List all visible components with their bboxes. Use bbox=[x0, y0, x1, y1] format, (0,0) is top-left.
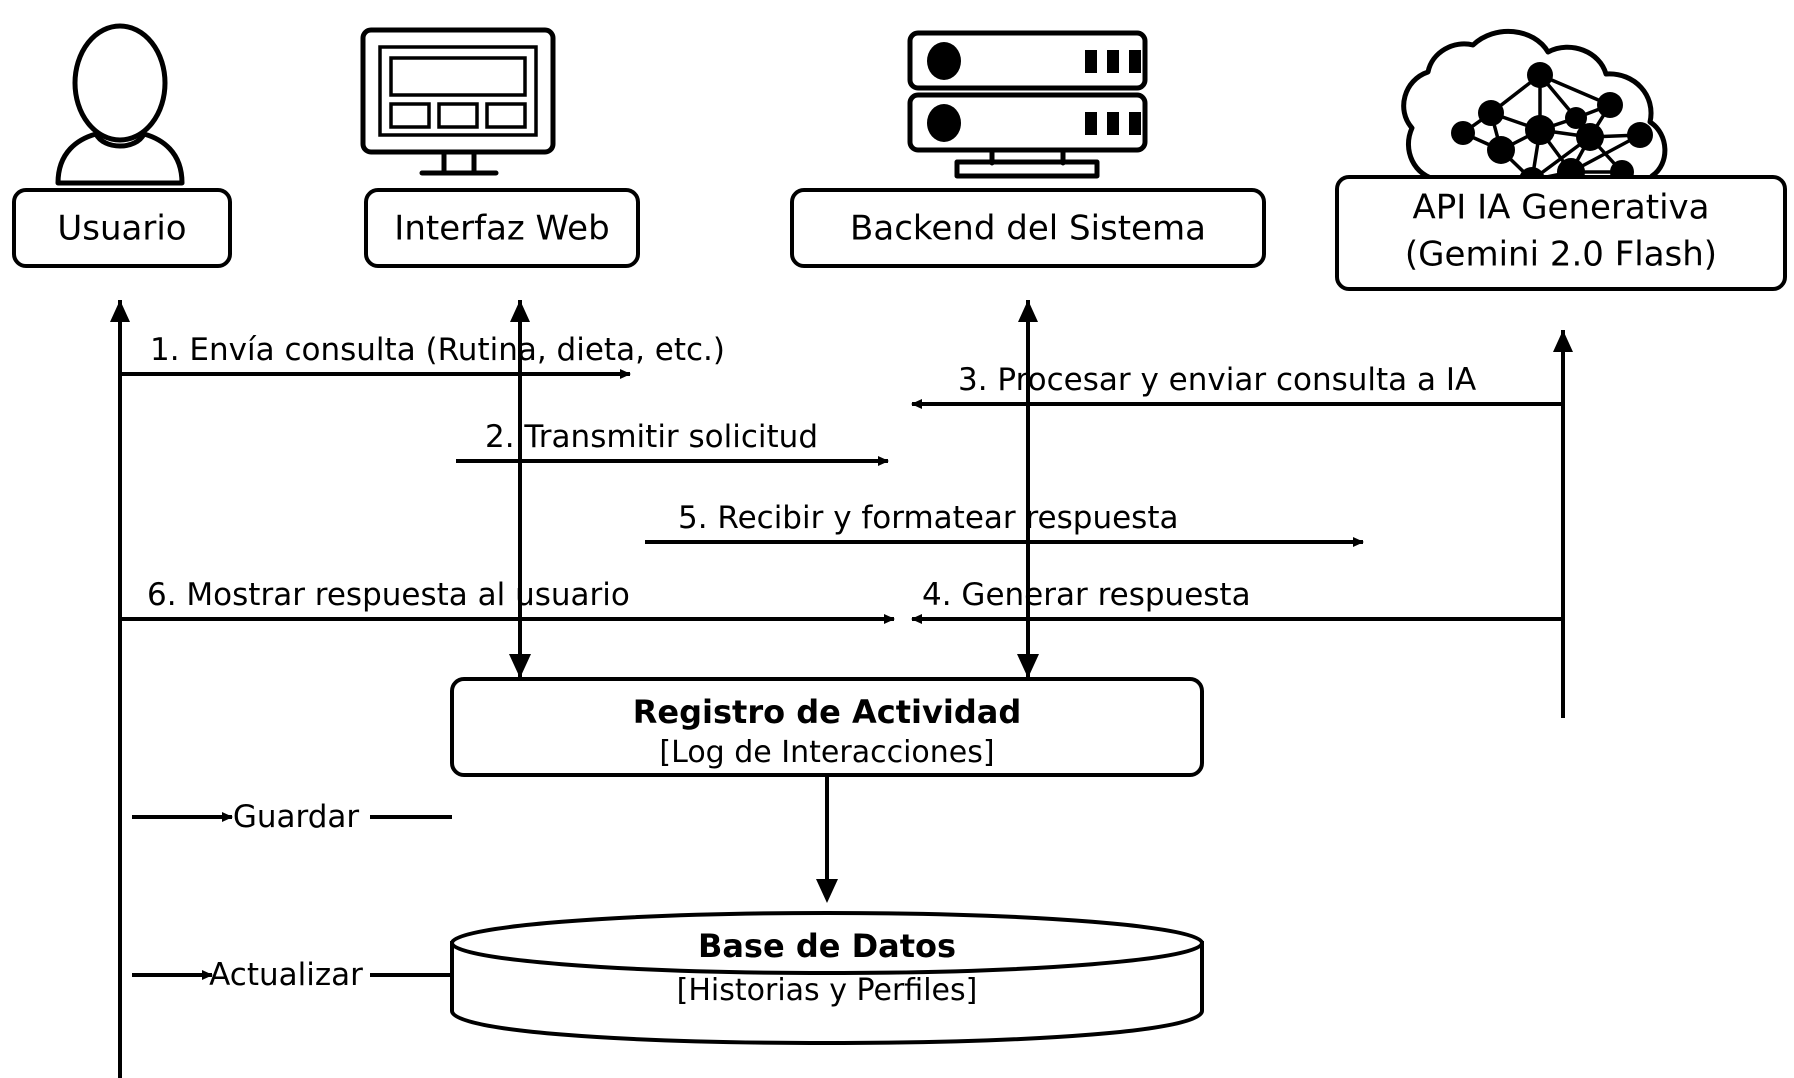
actor-interfaz-web[interactable]: Interfaz Web bbox=[360, 27, 640, 268]
actor-box-api-ia[interactable] bbox=[1335, 175, 1787, 291]
actor-box-usuario[interactable] bbox=[12, 188, 232, 268]
message-5-label: 5. Recibir y formatear respuesta bbox=[678, 500, 1178, 536]
person-icon bbox=[55, 23, 185, 186]
actor-usuario[interactable]: Usuario bbox=[12, 23, 232, 268]
message-4: 4. Generar respuesta bbox=[911, 577, 1563, 624]
monitor-icon bbox=[360, 27, 556, 176]
connector-registro-db-arrowhead bbox=[816, 879, 838, 903]
store-db-subtitle: [Historias y Perfiles] bbox=[677, 973, 978, 1008]
connector-backend-arrowhead bbox=[1017, 654, 1039, 678]
actualizar-flow: Actualizar bbox=[132, 957, 452, 993]
actor-backend[interactable]: Backend del Sistema bbox=[790, 30, 1266, 268]
store-registro-subtitle: [Log de Interacciones] bbox=[659, 735, 994, 770]
message-3-label: 3. Procesar y enviar consulta a IA bbox=[958, 362, 1476, 398]
lifeline-arrow-usuario bbox=[110, 300, 130, 322]
actualizar-label: Actualizar bbox=[209, 957, 363, 993]
actor-label-usuario: Usuario bbox=[57, 209, 186, 249]
lifeline-arrow-interfaz-web bbox=[510, 300, 530, 322]
connector-interfaz-arrowhead bbox=[509, 654, 531, 678]
cloud-network-icon bbox=[1401, 28, 1668, 232]
store-db-top-ellipse bbox=[450, 911, 1204, 975]
message-5: 5. Recibir y formatear respuesta bbox=[645, 500, 1364, 547]
message-1: 1. Envía consulta (Rutina, dieta, etc.) bbox=[120, 332, 725, 379]
store-db-title: Base de Datos bbox=[698, 927, 956, 965]
lifeline-arrow-backend bbox=[1018, 300, 1038, 322]
guardar-label: Guardar bbox=[233, 799, 360, 835]
message-1-label: 1. Envía consulta (Rutina, dieta, etc.) bbox=[150, 332, 725, 368]
message-2-label: 2. Transmitir solicitud bbox=[485, 419, 818, 455]
store-registro-title: Registro de Actividad bbox=[633, 693, 1021, 731]
actor-api-ia[interactable]: API IA Generativa (Gemini 2.0 Flash) bbox=[1335, 28, 1787, 291]
message-2: 2. Transmitir solicitud bbox=[456, 419, 889, 466]
server-icon bbox=[907, 30, 1148, 179]
cloud-network-nodes bbox=[1451, 62, 1653, 193]
registro-to-db-connector bbox=[816, 775, 838, 903]
lifeline-arrow-api-ia bbox=[1553, 330, 1573, 352]
message-6-label: 6. Mostrar respuesta al usuario bbox=[147, 577, 630, 613]
store-connectors bbox=[509, 619, 1039, 678]
actor-label-api-ia-line2: (Gemini 2.0 Flash) bbox=[1405, 235, 1717, 275]
store-registro-actividad[interactable]: Registro de Actividad [Log de Interaccio… bbox=[450, 677, 1204, 777]
message-4-label: 4. Generar respuesta bbox=[922, 577, 1251, 613]
actor-box-interfaz-web[interactable] bbox=[364, 188, 640, 268]
actor-label-api-ia: API IA Generativa bbox=[1413, 188, 1710, 228]
actor-box-backend[interactable] bbox=[790, 188, 1266, 268]
store-base-de-datos[interactable]: Base de Datos [Historias y Perfiles] bbox=[450, 911, 1204, 1046]
actor-label-interfaz-web: Interfaz Web bbox=[394, 209, 609, 249]
lifeline-arrowheads bbox=[110, 300, 1573, 352]
message-6: 6. Mostrar respuesta al usuario bbox=[120, 577, 895, 624]
guardar-flow: Guardar bbox=[132, 799, 452, 835]
message-3: 3. Procesar y enviar consulta a IA bbox=[911, 362, 1563, 409]
actor-label-backend: Backend del Sistema bbox=[850, 209, 1206, 249]
